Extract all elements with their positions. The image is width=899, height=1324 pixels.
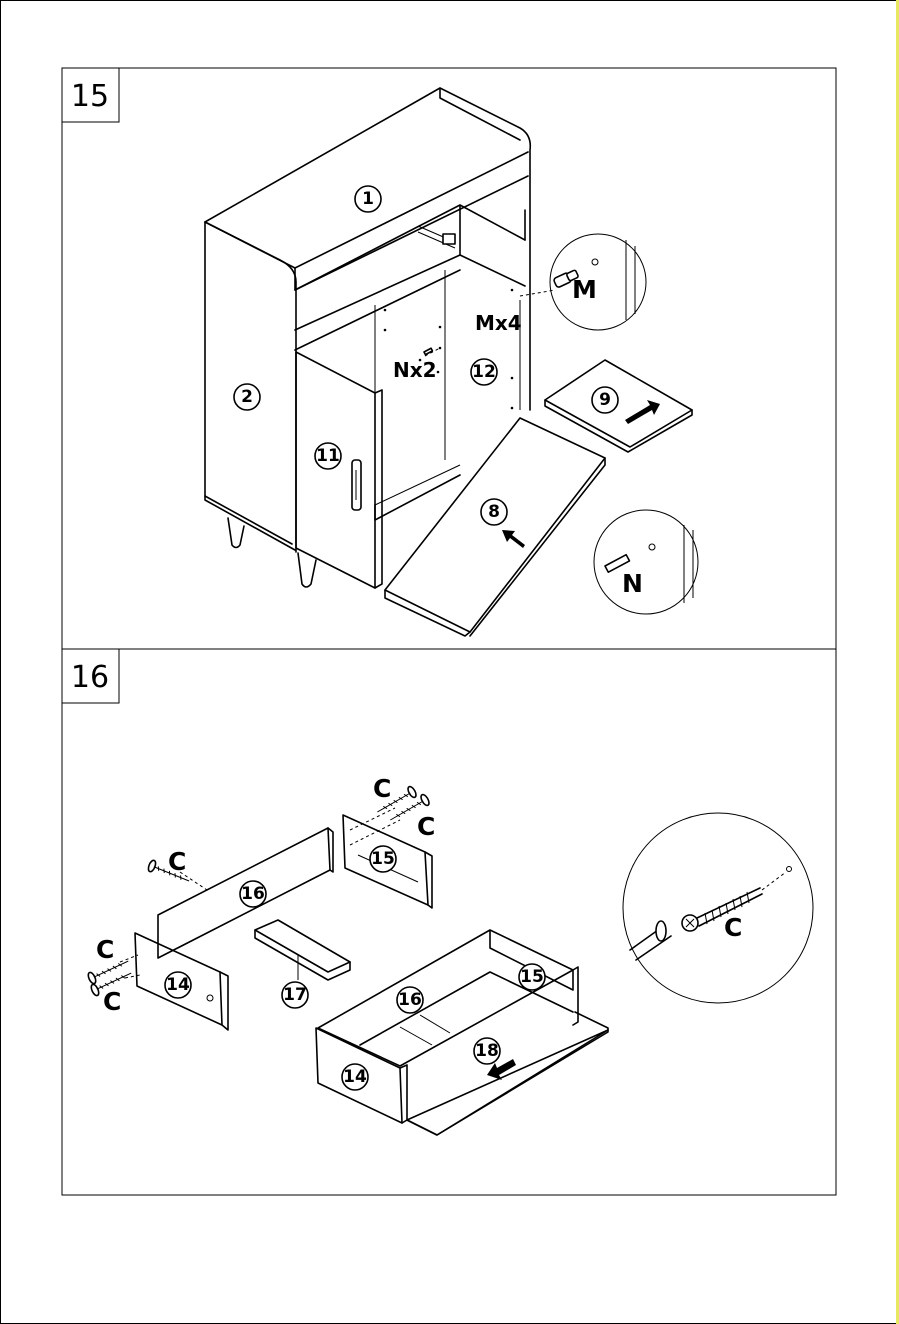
svg-text:14: 14 — [343, 1067, 367, 1087]
svg-text:1: 1 — [362, 189, 374, 209]
hardware-c-label-3: C — [417, 812, 435, 841]
step-16-panel: 16 — [62, 649, 836, 1195]
part-label-14-assembled: 14 — [342, 1064, 368, 1090]
part-label-1: 1 — [355, 186, 381, 212]
part-label-12: 12 — [471, 359, 497, 385]
part-label-9: 9 — [592, 387, 660, 424]
cabinet-illustration — [205, 88, 692, 636]
step-15-number: 15 — [71, 79, 109, 114]
svg-text:18: 18 — [475, 1041, 499, 1061]
hardware-c-label-4: C — [96, 935, 114, 964]
part-label-14-exploded: 14 — [165, 972, 191, 998]
hardware-c-label-5: C — [103, 987, 121, 1016]
step-16-number: 16 — [71, 660, 109, 695]
svg-text:8: 8 — [488, 502, 500, 522]
hardware-m-quantity: Mx4 — [475, 311, 522, 335]
part-label-16-assembled: 16 — [397, 987, 423, 1013]
svg-text:17: 17 — [283, 985, 307, 1005]
svg-text:11: 11 — [316, 446, 340, 466]
svg-text:16: 16 — [398, 990, 422, 1010]
hardware-m-label: M — [572, 275, 597, 304]
part-label-16-exploded: 16 — [240, 881, 266, 907]
detail-c-callout: C — [623, 813, 813, 1003]
part-label-17: 17 — [282, 982, 308, 1008]
part-label-15-assembled: 15 — [519, 964, 545, 990]
detail-n-callout: N — [594, 510, 698, 614]
svg-text:2: 2 — [241, 387, 253, 407]
part-label-15-exploded: 15 — [370, 846, 396, 872]
svg-text:14: 14 — [166, 975, 190, 995]
part-label-11: 11 — [315, 443, 341, 469]
svg-text:12: 12 — [472, 362, 496, 382]
svg-text:15: 15 — [371, 849, 395, 869]
part-label-2: 2 — [234, 384, 260, 410]
hardware-c-label-2: C — [373, 774, 391, 803]
step-15-panel: 15 — [62, 68, 836, 649]
svg-text:16: 16 — [241, 884, 265, 904]
hardware-c-label-1: C — [168, 847, 186, 876]
detail-m-callout: M — [550, 234, 646, 330]
dowel-marker — [424, 348, 432, 354]
svg-text:9: 9 — [599, 390, 611, 410]
svg-text:15: 15 — [520, 967, 544, 987]
drawer-assembled — [316, 930, 608, 1135]
drawer-exploded — [120, 808, 432, 1030]
hardware-c-label-6: C — [724, 913, 742, 942]
part-label-8: 8 — [481, 499, 525, 548]
hardware-n-label: N — [622, 569, 643, 598]
hardware-n-quantity: Nx2 — [393, 358, 437, 382]
